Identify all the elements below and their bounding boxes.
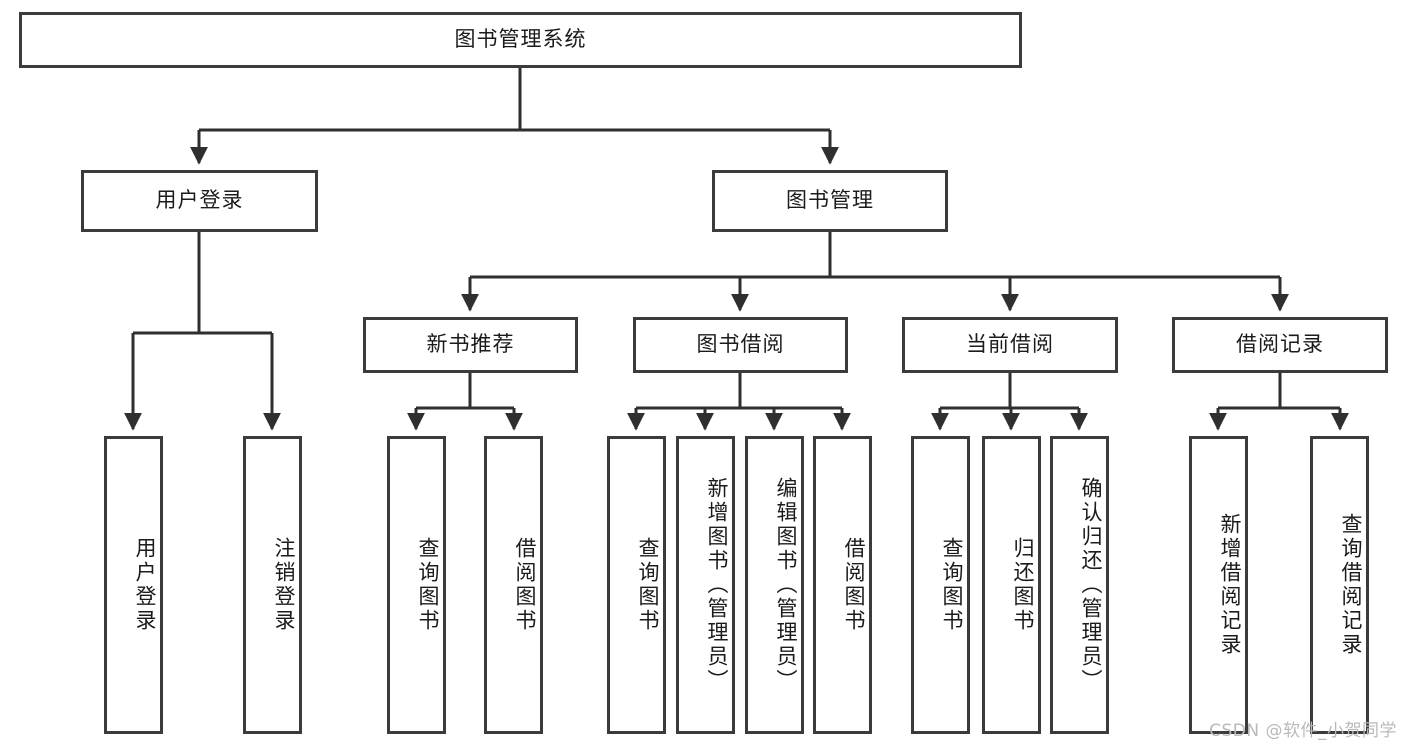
leaf-logout-label: 注销登录 — [272, 537, 296, 633]
leaf-query-borrow-record-label: 查询借阅记录 — [1339, 513, 1363, 657]
leaf-borrow-book-label: 借阅图书 — [842, 537, 866, 633]
leaf-confirm-return-admin-label: 确认归还（管理员） — [1079, 477, 1103, 693]
node-book-borrow[interactable]: 图书借阅 — [633, 317, 848, 373]
leaf-query-book-borrow-label: 查询图书 — [636, 537, 660, 633]
leaf-edit-book-admin-label: 编辑图书（管理员） — [774, 477, 798, 693]
leaf-return-book[interactable]: 归还图书 — [982, 436, 1041, 734]
node-user-login[interactable]: 用户登录 — [81, 170, 318, 232]
leaf-add-borrow-record-label: 新增借阅记录 — [1218, 513, 1242, 657]
leaf-add-borrow-record[interactable]: 新增借阅记录 — [1189, 436, 1248, 734]
node-book-borrow-label: 图书借阅 — [696, 332, 785, 357]
node-borrow-records-label: 借阅记录 — [1236, 332, 1324, 357]
leaf-query-book-borrow[interactable]: 查询图书 — [607, 436, 666, 734]
leaf-edit-book-admin[interactable]: 编辑图书（管理员） — [745, 436, 804, 734]
leaf-user-login[interactable]: 用户登录 — [104, 436, 163, 734]
leaf-borrow-book-new[interactable]: 借阅图书 — [484, 436, 543, 734]
node-user-login-label: 用户登录 — [155, 188, 244, 213]
leaf-borrow-book[interactable]: 借阅图书 — [813, 436, 872, 734]
watermark: CSDN @软件_小贺同学 — [1209, 721, 1397, 741]
leaf-confirm-return-admin[interactable]: 确认归还（管理员） — [1050, 436, 1109, 734]
node-root-label: 图书管理系统 — [454, 27, 587, 52]
node-book-management[interactable]: 图书管理 — [712, 170, 948, 232]
leaf-borrow-book-new-label: 借阅图书 — [513, 537, 537, 633]
leaf-query-book-new[interactable]: 查询图书 — [387, 436, 446, 734]
node-root[interactable]: 图书管理系统 — [19, 12, 1022, 68]
node-new-book-recommend-label: 新书推荐 — [426, 332, 515, 357]
leaf-add-book-admin-label: 新增图书（管理员） — [705, 477, 729, 693]
node-current-borrow[interactable]: 当前借阅 — [902, 317, 1118, 373]
leaf-query-book-current[interactable]: 查询图书 — [911, 436, 970, 734]
leaf-query-book-current-label: 查询图书 — [940, 537, 964, 633]
node-borrow-records[interactable]: 借阅记录 — [1172, 317, 1388, 373]
leaf-logout[interactable]: 注销登录 — [243, 436, 302, 734]
leaf-user-login-label: 用户登录 — [133, 537, 157, 633]
node-book-management-label: 图书管理 — [786, 188, 874, 213]
node-current-borrow-label: 当前借阅 — [966, 332, 1054, 357]
leaf-add-book-admin[interactable]: 新增图书（管理员） — [676, 436, 735, 734]
leaf-query-book-new-label: 查询图书 — [416, 537, 440, 633]
leaf-return-book-label: 归还图书 — [1011, 537, 1035, 633]
node-new-book-recommend[interactable]: 新书推荐 — [363, 317, 578, 373]
leaf-query-borrow-record[interactable]: 查询借阅记录 — [1310, 436, 1369, 734]
